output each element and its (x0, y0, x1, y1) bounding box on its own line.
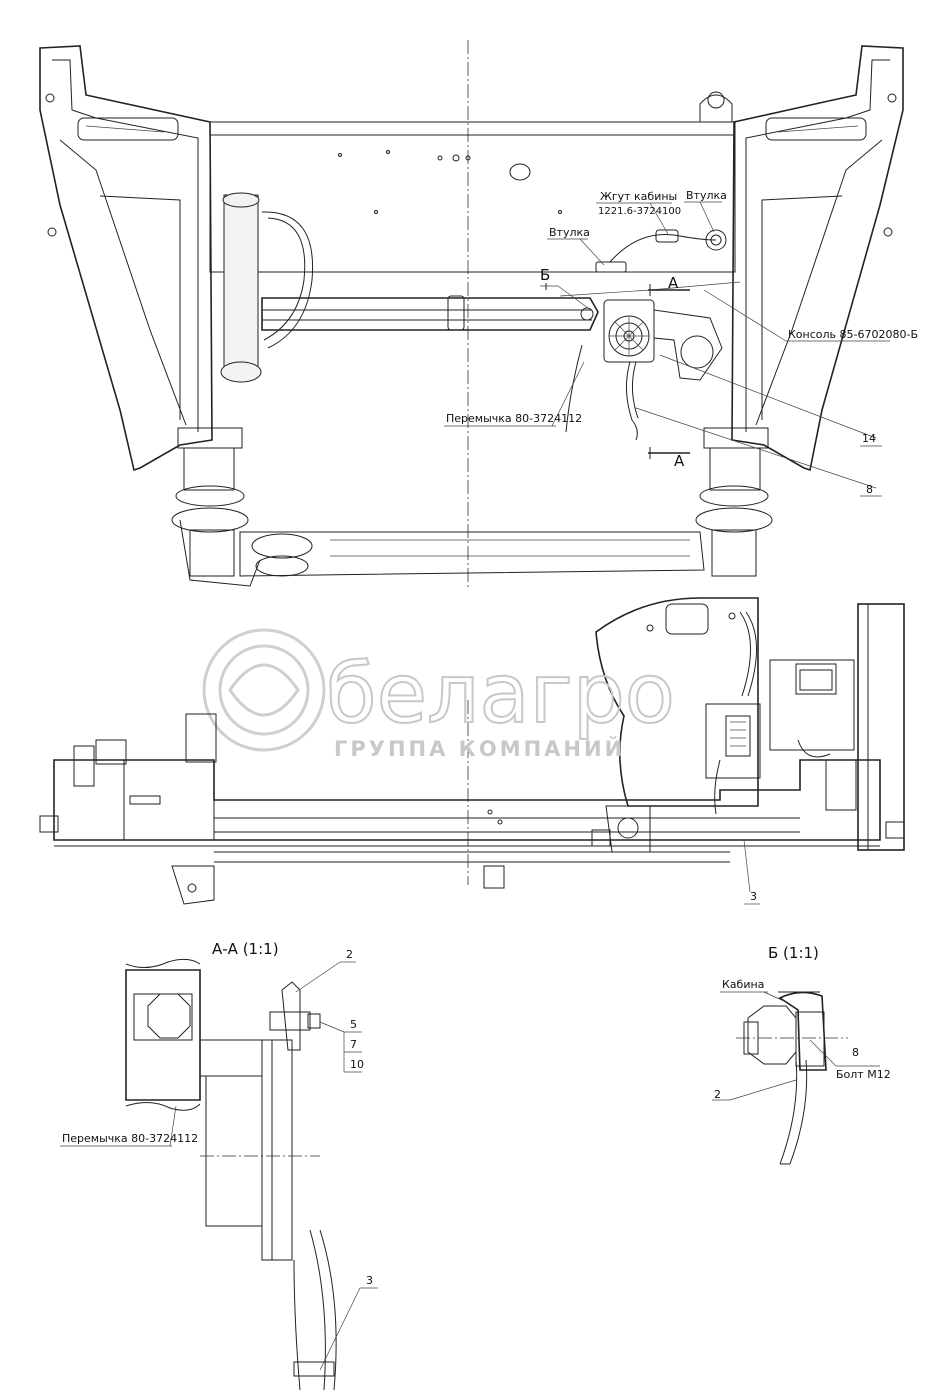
section-b-title: Б (1:1) (768, 944, 819, 962)
section-a-marker-top: А (668, 274, 679, 292)
labels: белагро ГРУППА КОМПАНИЙ Жгут кабины 1221… (62, 189, 918, 1287)
aa-position-7: 7 (350, 1038, 357, 1051)
section-a-marker-bottom: А (674, 452, 685, 470)
brand-watermark (202, 628, 326, 752)
aa-position-10: 10 (350, 1058, 364, 1071)
position-8-label: 8 (866, 483, 873, 496)
position-3-side-label: 3 (750, 890, 757, 903)
watermark-brand: белагро (326, 647, 675, 742)
b-bolt-label: Болт М12 (836, 1068, 891, 1081)
aa-position-5: 5 (350, 1018, 357, 1031)
section-b-marker: Б (540, 266, 550, 284)
aa-position-3: 3 (366, 1274, 373, 1287)
side-view (39, 597, 905, 905)
section-aa-view (60, 958, 378, 1391)
position-14-label: 14 (862, 432, 876, 445)
b-position-2: 2 (714, 1088, 721, 1101)
console-label: Консоль 85-6702080-Б (788, 328, 918, 341)
section-b-view (712, 991, 880, 1165)
brand-logo (202, 628, 326, 752)
jumper-label-top: Перемычка 80-3724112 (446, 412, 582, 425)
aa-jumper-label: Перемычка 80-3724112 (62, 1132, 198, 1145)
section-aa-title: А-А (1:1) (212, 940, 279, 958)
bushing-left-label: Втулка (549, 226, 590, 239)
harness-label: Жгут кабины (600, 190, 677, 203)
watermark-subtitle: ГРУППА КОМПАНИЙ (334, 736, 625, 761)
b-position-8: 8 (852, 1046, 859, 1059)
top-view-leaders (444, 201, 890, 497)
aa-position-2: 2 (346, 948, 353, 961)
bushing-right-label: Втулка (686, 189, 727, 202)
harness-code-label: 1221.6-3724100 (598, 206, 681, 217)
b-cab-label: Кабина (722, 978, 764, 991)
top-view (39, 40, 904, 590)
